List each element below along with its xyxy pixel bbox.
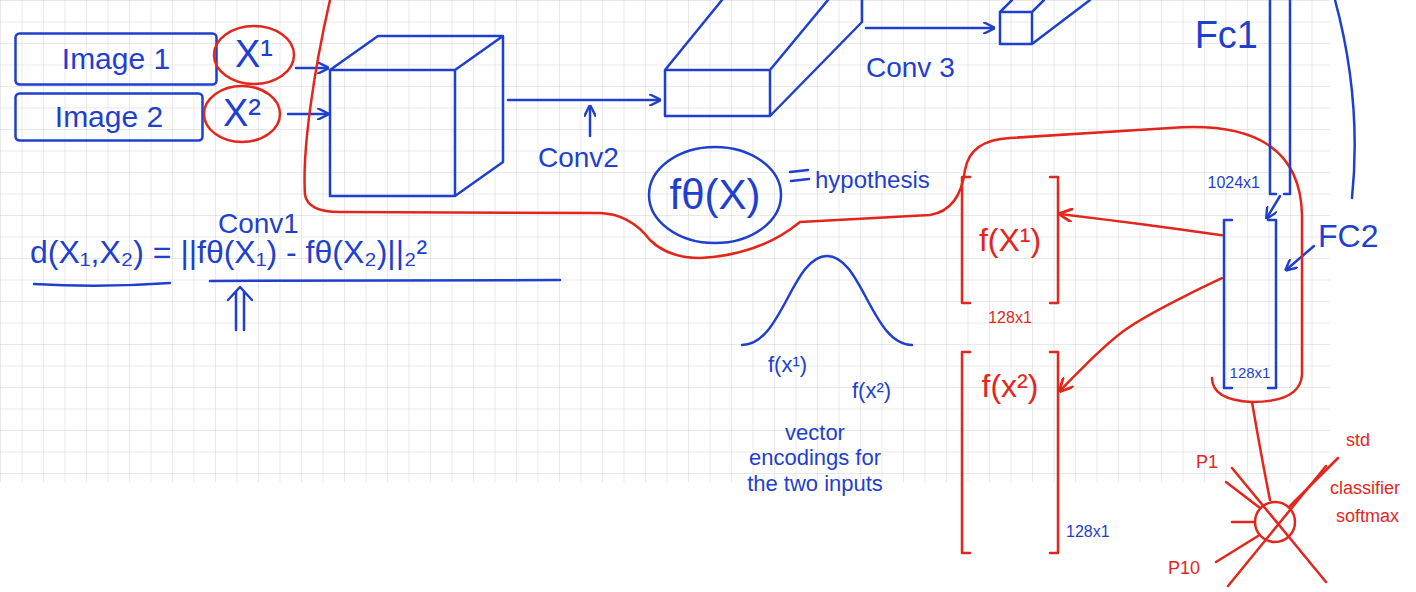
input-symbol: X² [223, 92, 261, 136]
encoding-note: f(x²) [852, 378, 891, 403]
fc1-vector-outline [1268, 0, 1292, 196]
crossed-out-note: P10 [1168, 558, 1200, 579]
fc2-vector: FC2128x1 [1222, 218, 1278, 390]
input-symbol: X¹ [235, 33, 273, 77]
vector-bracket [1224, 220, 1276, 388]
circle-border [649, 147, 781, 243]
input-box: Image 1 [14, 32, 218, 86]
leader-arrow [1286, 246, 1314, 270]
equation-underline [34, 280, 560, 286]
crossed-out-note: std [1346, 430, 1370, 451]
layer-label: Conv2 [538, 142, 619, 174]
annotation: vector encodings for the two inputs [740, 420, 890, 496]
encoding-vector: f(x²)128x1 [960, 350, 1060, 555]
crossed-out-note: softmax [1336, 506, 1399, 527]
input-label: Image 2 [55, 100, 163, 135]
circle-border [204, 86, 280, 142]
box-border [16, 94, 203, 141]
flow-arrow [508, 99, 660, 102]
cross-out [1228, 466, 1326, 586]
distance-equation: d(X₁,X₂) = ||fθ(X₁) - fθ(X₂)||₂² [30, 234, 427, 271]
vector-bracket [962, 352, 1058, 553]
bell-curve [742, 256, 912, 345]
encoding-vector: f(X¹)128x1 [960, 175, 1060, 305]
vector-bracket [1270, 0, 1290, 194]
layer-name: FC2 [1318, 218, 1378, 255]
fc1-vector: Fc11024x1 [1268, 0, 1292, 196]
encoding-note: f(x¹) [768, 352, 807, 377]
layer-label: Conv 3 [866, 52, 955, 84]
encoding-label: f(x²) [982, 368, 1039, 405]
dimension: 128x1 [1066, 523, 1110, 541]
crossed-out-note: P1 [1196, 452, 1218, 473]
conv3-block [1000, 0, 1090, 44]
equals-sign [790, 170, 809, 181]
circle-border [214, 26, 294, 84]
conv2-block [665, 0, 862, 116]
connector-arrow [1267, 196, 1280, 218]
vector-bracket [962, 177, 1058, 303]
input-box: Image 2 [14, 92, 204, 142]
hypothesis-function: fθ(X) [669, 171, 760, 219]
input-arrow [296, 67, 328, 70]
network-enclosure [305, 0, 1302, 402]
encoding-label: f(X¹) [979, 222, 1041, 259]
dimension: 128x1 [988, 309, 1032, 327]
grid-paper [0, 0, 1330, 482]
pointer-arrow [589, 106, 592, 136]
flow-curve [1335, 0, 1355, 198]
crossed-out-note: classifier [1330, 478, 1400, 499]
input-arrow [288, 113, 328, 116]
connector-arrow [1060, 278, 1222, 391]
box-border [16, 34, 217, 85]
dimension: 1024x1 [1208, 174, 1261, 192]
dimension: 128x1 [1230, 364, 1271, 381]
conv1-block [330, 36, 503, 196]
double-arrow [228, 287, 252, 330]
flow-arrow [866, 27, 994, 30]
input-label: Image 1 [62, 42, 170, 77]
annotation: hypothesis [815, 166, 930, 194]
input-circle: X¹ [212, 24, 296, 86]
enclosure-tail [1252, 402, 1270, 500]
input-circle: X² [202, 84, 282, 144]
layer-name: Fc1 [1195, 14, 1258, 58]
hypothesis-circle: fθ(X) [647, 145, 783, 245]
connector-arrow [1060, 214, 1222, 235]
